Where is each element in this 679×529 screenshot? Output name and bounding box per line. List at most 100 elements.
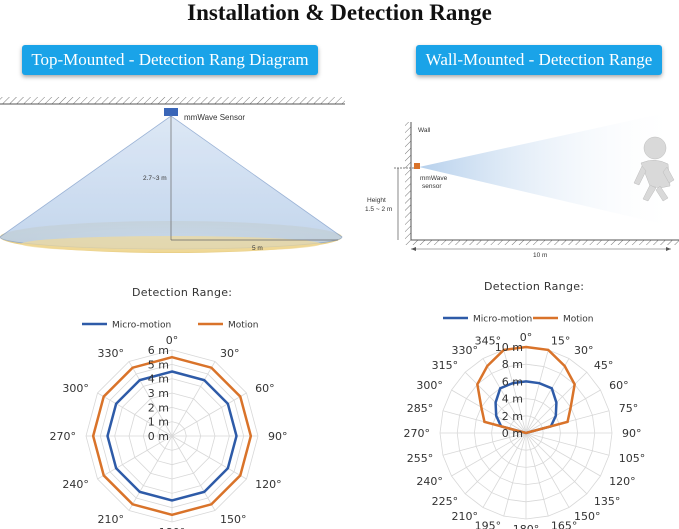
grid-spoke <box>128 435 173 511</box>
wall-height-label-1: Height <box>367 197 386 204</box>
wall-height-label-2: 1.5 ~ 2 m <box>365 206 392 213</box>
ceiling <box>0 97 345 104</box>
angle-label: 15° <box>551 334 571 347</box>
angle-label: 60° <box>609 379 629 392</box>
floor-highlight <box>21 236 321 252</box>
angle-label: 30° <box>220 347 240 360</box>
detection-beam <box>419 110 679 228</box>
angle-label: 165° <box>551 520 578 529</box>
grid-spoke <box>525 432 588 495</box>
legend-label: Micro-motion <box>473 315 532 325</box>
top-height-label: 2.7~3 m <box>143 175 167 182</box>
angle-label: 330° <box>98 347 125 360</box>
person-figure <box>633 136 675 202</box>
angle-label: 75° <box>619 402 639 415</box>
floor <box>405 240 679 245</box>
r-tick-label: 2 m <box>502 410 523 423</box>
grid-spoke <box>451 432 527 477</box>
angle-label: 330° <box>452 344 479 357</box>
grid-spoke <box>171 361 216 437</box>
grid-spoke <box>525 432 549 517</box>
r-tick-label: 6 m <box>502 375 523 388</box>
grid-spoke <box>97 392 173 437</box>
wall-sensor <box>414 163 420 169</box>
angle-label: 255° <box>407 452 434 465</box>
ceiling-sensor <box>164 108 178 116</box>
grid-spoke <box>525 349 549 434</box>
angle-label: 120° <box>609 475 636 488</box>
radar1-title: Detection Range: <box>132 286 233 299</box>
angle-label: 0° <box>166 334 179 347</box>
angle-label: 90° <box>622 427 642 440</box>
r-tick-label: 3 m <box>148 387 169 400</box>
r-tick-label: 1 m <box>148 416 169 429</box>
angle-label: 150° <box>220 513 247 526</box>
angle-label: 195° <box>475 520 502 529</box>
wall-distance-label: 10 m <box>533 252 547 259</box>
r-tick-label: 4 m <box>148 373 169 386</box>
angle-label: 300° <box>62 382 89 395</box>
r-tick-label: 8 m <box>502 358 523 371</box>
angle-label: 60° <box>255 382 274 395</box>
grid-spoke <box>171 392 247 437</box>
r-tick-label: 0 m <box>502 427 523 440</box>
series-motion <box>91 355 253 517</box>
grid-spoke <box>464 432 527 495</box>
grid-spoke <box>525 389 601 434</box>
r-tick-label: 5 m <box>148 358 169 371</box>
grid-spoke <box>171 435 247 480</box>
page-title: Installation & Detection Range <box>187 0 492 25</box>
r-tick-label: 6 m <box>148 344 169 357</box>
angle-label: 90° <box>268 430 288 443</box>
wall-mounted-banner: Wall-Mounted - Detection Range <box>416 45 662 75</box>
radar2-title: Detection Range: <box>484 280 585 293</box>
angle-label: 210° <box>98 513 125 526</box>
legend-label: Motion <box>563 315 594 325</box>
detection-cone <box>0 115 343 250</box>
angle-label: 135° <box>594 495 621 508</box>
angle-label: 315° <box>432 359 459 372</box>
grid-spoke <box>128 361 173 437</box>
radar-chart-wall-mounted: Micro-motion Motion 0 m 2 m 4 m 6 m 8 m 10 m0° 1… <box>404 315 646 529</box>
r-tick-label: 0 m <box>148 430 169 443</box>
wall-label: Wall <box>418 127 431 134</box>
wall-sensor-label-2: sensor <box>422 183 442 190</box>
angle-label: 225° <box>432 495 459 508</box>
angle-label: 270° <box>50 430 77 443</box>
grid-spoke <box>503 432 527 517</box>
grid-spoke <box>171 435 216 511</box>
detection-floor <box>0 221 342 253</box>
grid-spoke <box>451 389 527 434</box>
grid-spoke <box>525 358 570 434</box>
top-radius-label: 5 m <box>252 245 263 252</box>
legend-label: Motion <box>228 321 259 331</box>
r-tick-label: 2 m <box>148 401 169 414</box>
angle-label: 180° <box>513 523 540 529</box>
angle-label: 105° <box>619 452 646 465</box>
angle-label: 45° <box>594 359 614 372</box>
grid-spoke <box>482 358 527 434</box>
angle-label: 120° <box>255 478 281 491</box>
angle-label: 30° <box>574 344 594 357</box>
grid-spoke <box>503 349 527 434</box>
angle-label: 210° <box>452 510 479 523</box>
top-mounted-banner: Top-Mounted - Detection Rang Diagram <box>22 45 318 75</box>
grid-spoke <box>525 432 601 477</box>
angle-label: 0° <box>520 331 533 344</box>
angle-label: 240° <box>416 475 443 488</box>
grid-spoke <box>442 432 527 456</box>
series-micro-motion <box>106 370 238 502</box>
angle-label: 180° <box>159 526 186 529</box>
wall <box>405 122 411 240</box>
angle-label: 300° <box>416 379 443 392</box>
grid-spoke <box>482 432 527 508</box>
angle-label: 285° <box>407 402 434 415</box>
r-tick-label: 10 m <box>495 341 523 354</box>
grid-spoke <box>97 435 173 480</box>
r-tick-label: 4 m <box>502 393 523 406</box>
angle-label: 345° <box>475 334 502 347</box>
series-motion <box>476 345 576 435</box>
top-sensor-label: mmWave Sensor <box>184 113 245 122</box>
angle-label: 240° <box>62 478 89 491</box>
